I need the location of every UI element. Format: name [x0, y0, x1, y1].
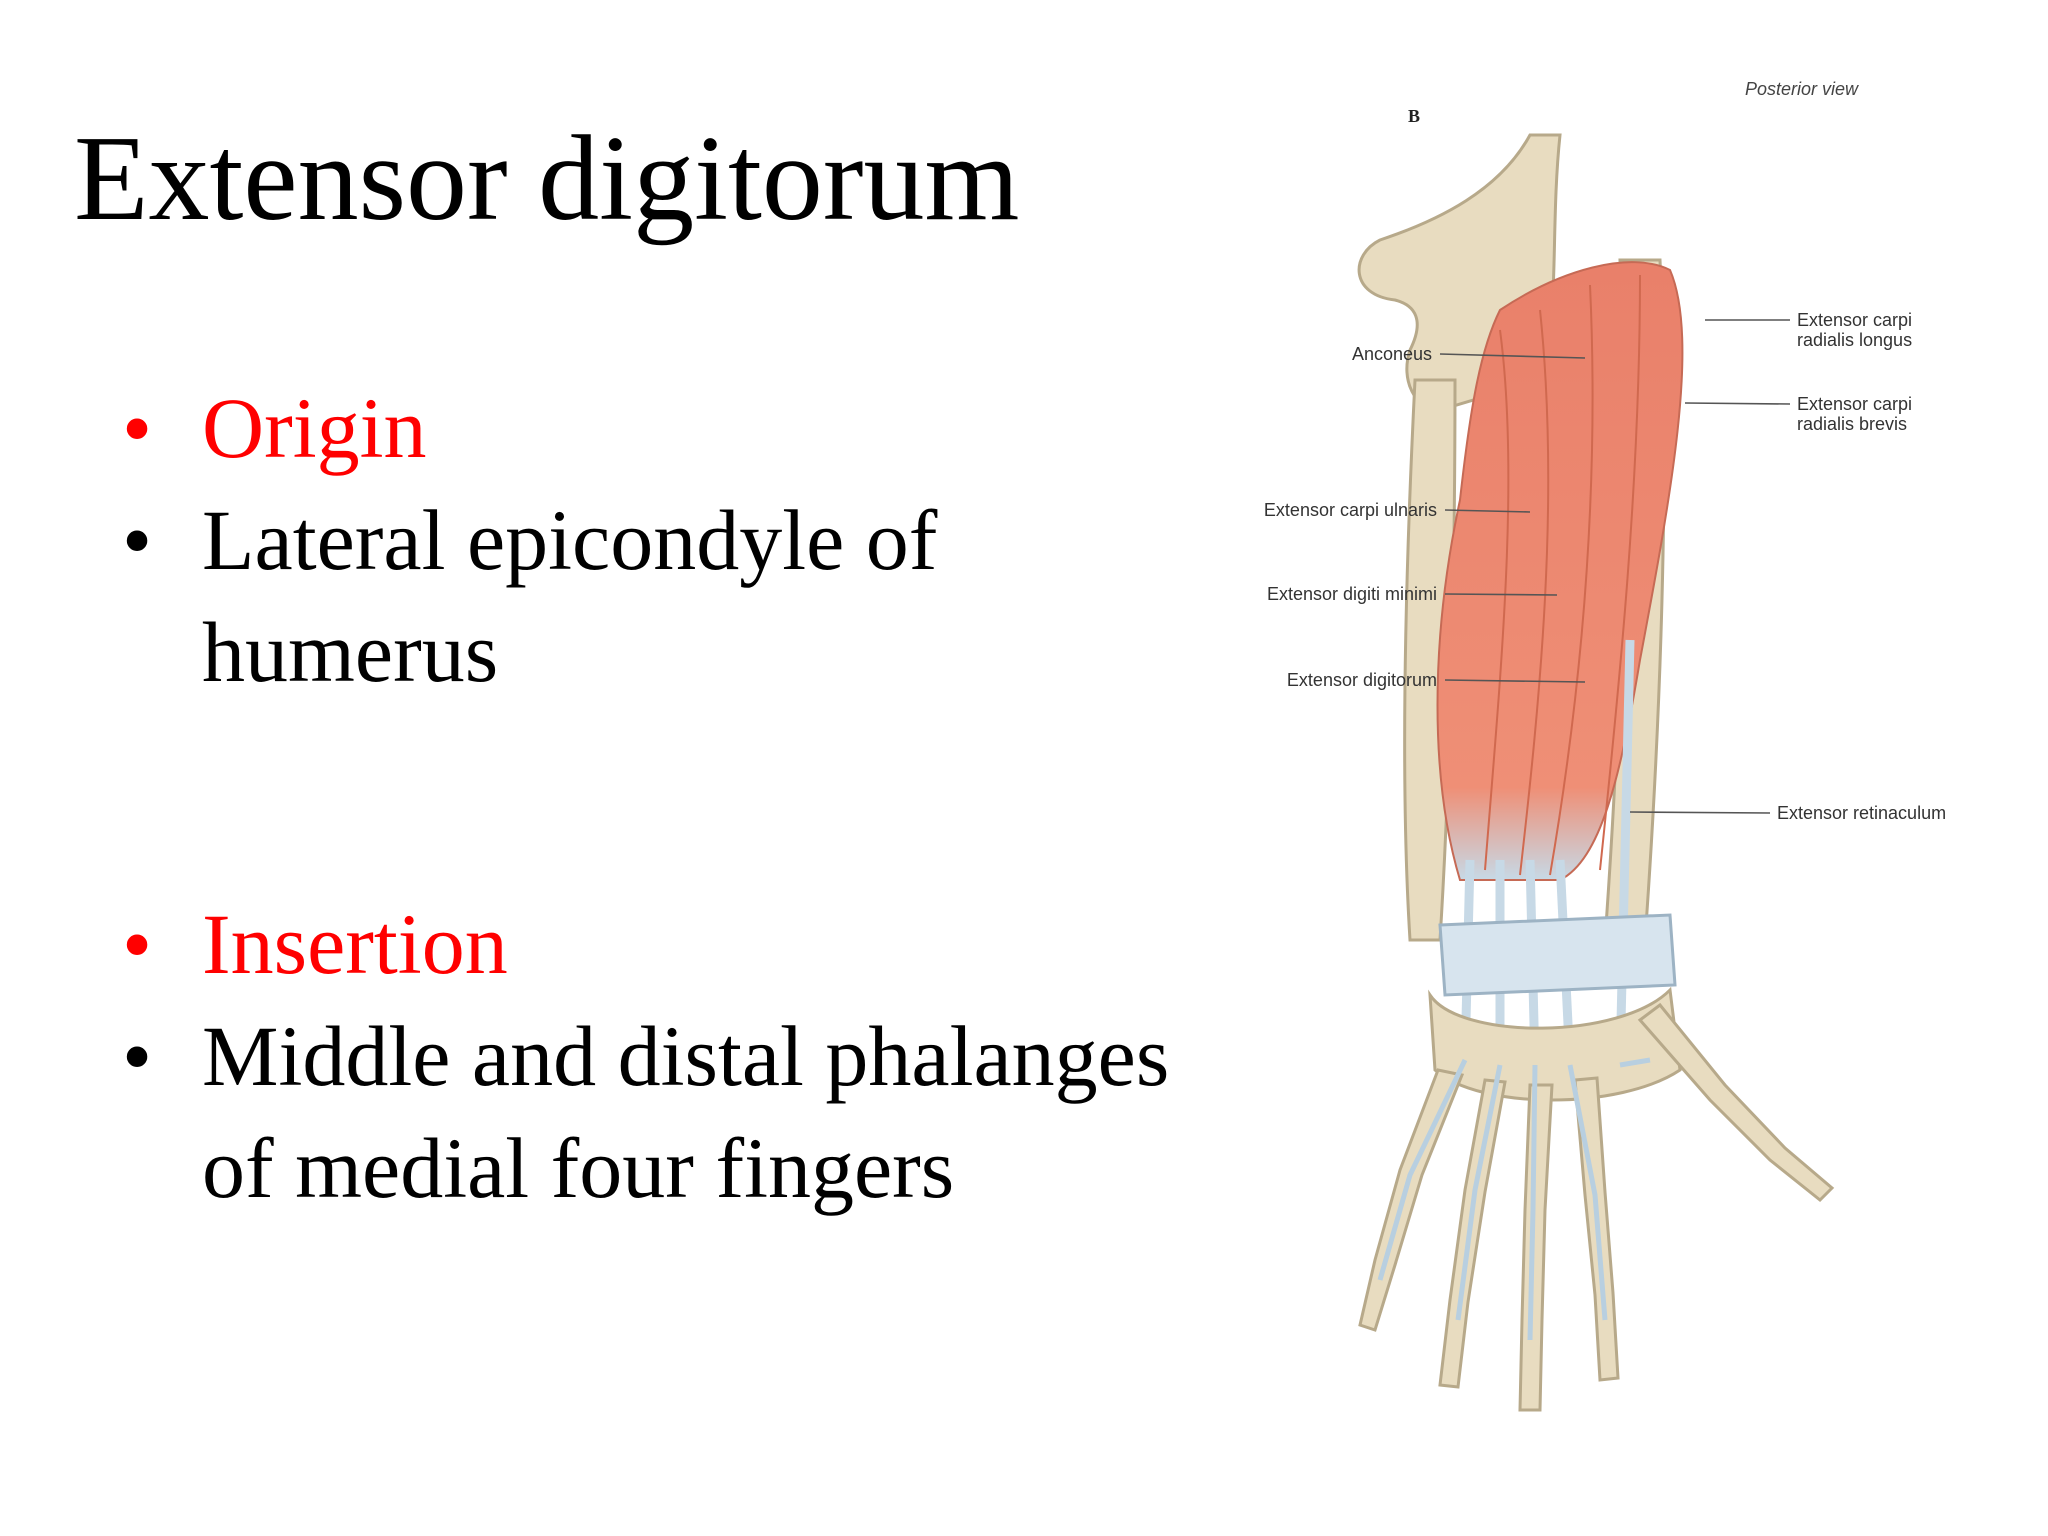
bullet-dot: • — [122, 896, 153, 992]
label-ecrl-line2: radialis longus — [1797, 330, 1912, 350]
bullet-origin-detail: • Lateral epicondyle of humerus — [122, 484, 1182, 708]
label-ecrb-line2: radialis brevis — [1797, 414, 1907, 434]
panel-letter: B — [1408, 106, 1420, 126]
forearm-anatomy-figure: B Posterior view Anconeus Extensor carpi… — [1200, 80, 2000, 1420]
bullet-dot: • — [122, 1008, 153, 1104]
label-extensor-retinaculum: Extensor retinaculum — [1777, 803, 1946, 823]
label-anconeus: Anconeus — [1352, 344, 1432, 364]
finger-tendons — [1377, 1057, 1651, 1341]
bullet-insertion-heading: • Insertion — [122, 888, 1182, 1000]
bullet-text: Origin — [202, 380, 427, 476]
leader-lines — [1439, 319, 1791, 814]
view-label: Posterior view — [1745, 80, 1859, 99]
label-extensor-carpi-ulnaris: Extensor carpi ulnaris — [1264, 500, 1437, 520]
label-ecrb-line1: Extensor carpi — [1797, 394, 1912, 414]
forearm-illustration: B Posterior view Anconeus Extensor carpi… — [1264, 80, 1946, 1412]
bullet-insertion-detail: • Middle and distal phalanges of medial … — [122, 1000, 1182, 1224]
slide-title: Extensor digitorum — [74, 111, 1020, 246]
extensor-retinaculum-band — [1438, 913, 1677, 997]
label-extensor-digitorum: Extensor digitorum — [1287, 670, 1437, 690]
bullet-text: Lateral epicondyle of humerus — [202, 492, 938, 700]
label-ecrl-line1: Extensor carpi — [1797, 310, 1912, 330]
bullet-list: • Origin • Lateral epicondyle of humerus… — [122, 372, 1182, 1224]
bullet-text: Middle and distal phalanges of medial fo… — [202, 1008, 1170, 1216]
bullet-dot: • — [122, 380, 153, 476]
label-extensor-digiti-minimi: Extensor digiti minimi — [1267, 584, 1437, 604]
bullet-dot: • — [122, 492, 153, 588]
bullet-text: Insertion — [202, 896, 508, 992]
bullet-origin-heading: • Origin — [122, 372, 1182, 484]
